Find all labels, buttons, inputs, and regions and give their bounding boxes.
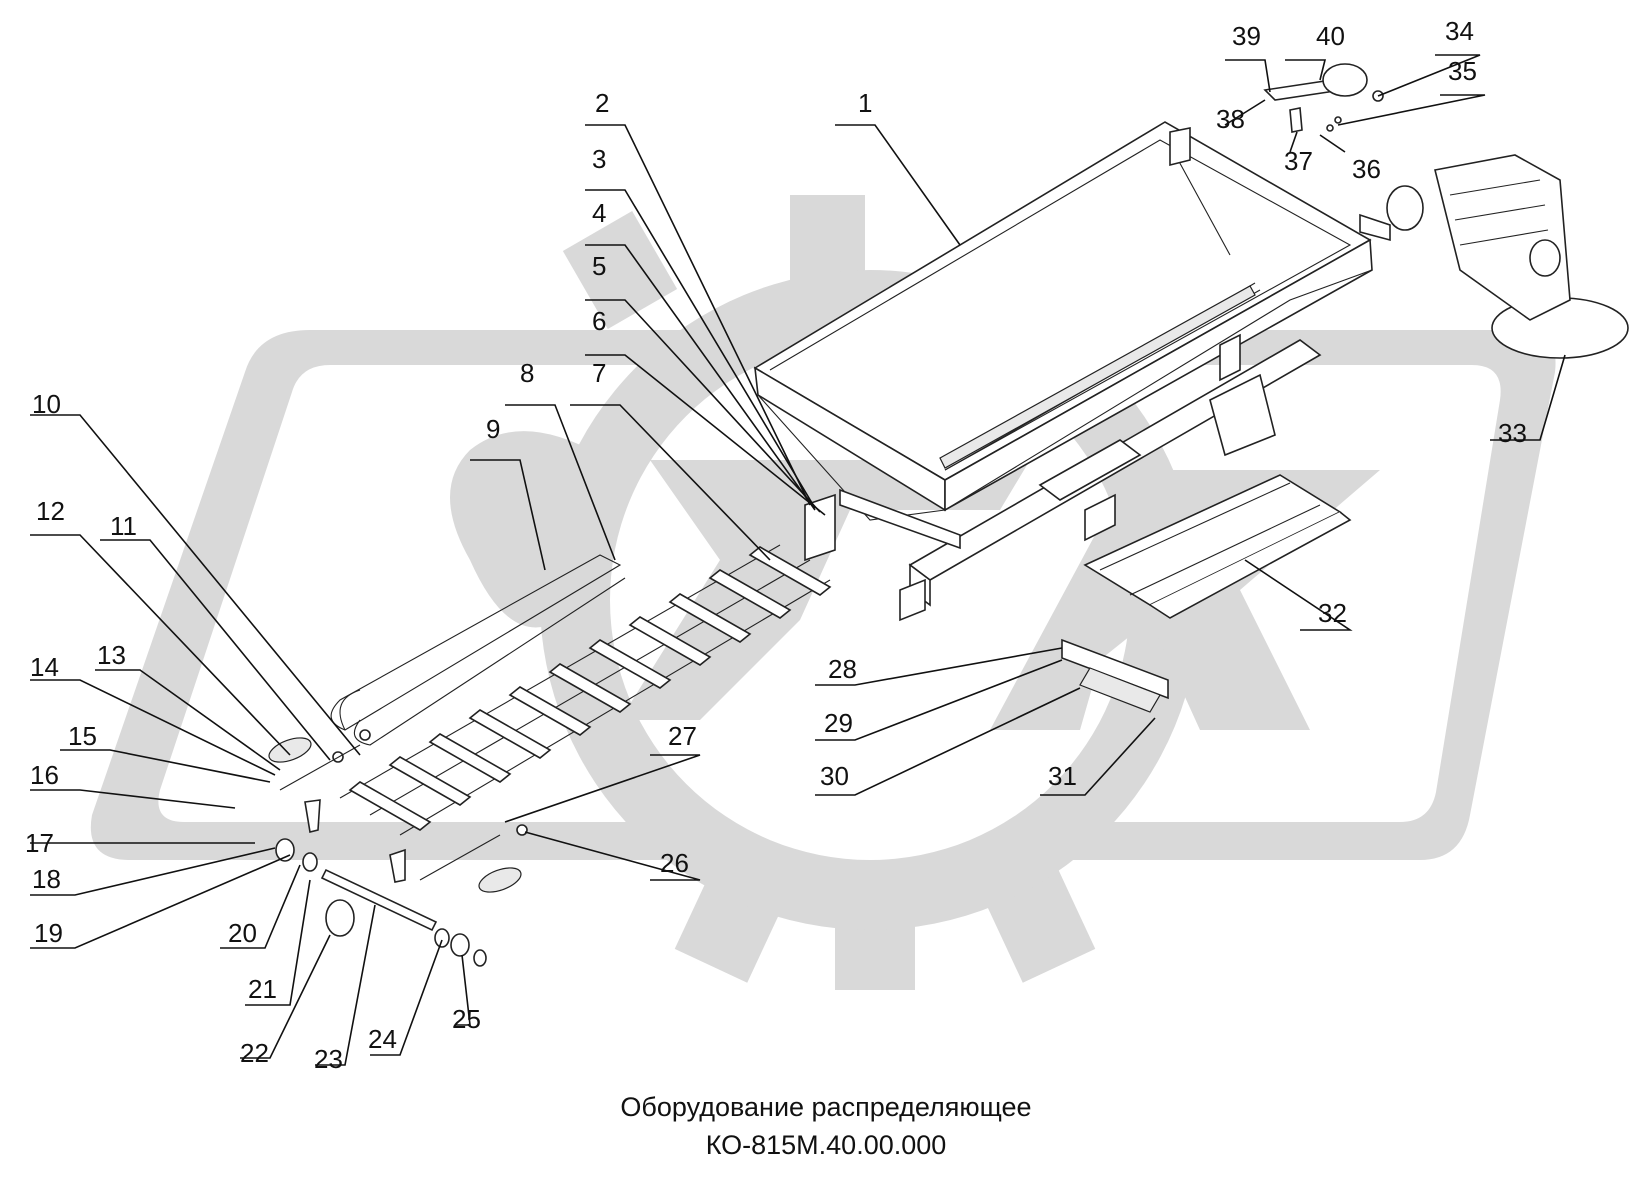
callout-16: 16 (30, 760, 59, 790)
callout-numbers: 1 2 3 4 5 6 7 8 9 10 11 12 13 14 15 16 1… (25, 16, 1527, 1074)
callout-20: 20 (228, 918, 257, 948)
callout-40: 40 (1316, 21, 1345, 51)
caption-title: Оборудование распределяющее (620, 1092, 1032, 1122)
callout-2: 2 (595, 88, 609, 118)
brush-plate (1061, 638, 1169, 713)
chain-scrapers (348, 546, 832, 831)
callout-29: 29 (824, 708, 853, 738)
callout-7: 7 (592, 358, 606, 388)
callout-12: 12 (36, 496, 65, 526)
callout-26: 26 (660, 848, 689, 878)
callout-24: 24 (368, 1024, 397, 1054)
shaft-assembly (268, 729, 528, 967)
callout-31: 31 (1048, 761, 1077, 791)
callout-14: 14 (30, 652, 59, 682)
tensioner-bracket (1263, 63, 1384, 133)
callout-18: 18 (32, 864, 61, 894)
callout-36: 36 (1352, 154, 1381, 184)
callout-39: 39 (1232, 21, 1261, 51)
callout-37: 37 (1284, 146, 1313, 176)
callout-30: 30 (820, 761, 849, 791)
callout-8: 8 (520, 358, 534, 388)
hopper-body (753, 121, 1391, 622)
callout-11: 11 (110, 511, 137, 541)
caption-designation: КО-815М.40.00.000 (705, 1130, 947, 1160)
callout-38: 38 (1216, 104, 1245, 134)
callout-6: 6 (592, 306, 606, 336)
callout-17: 17 (25, 828, 54, 858)
callout-23: 23 (314, 1044, 343, 1074)
callout-35: 35 (1448, 56, 1477, 86)
callout-10: 10 (32, 389, 61, 419)
callout-32: 32 (1318, 598, 1347, 628)
callout-21: 21 (248, 974, 277, 1004)
callout-5: 5 (592, 251, 606, 281)
spreader-disc-unit (1386, 154, 1629, 359)
callout-13: 13 (97, 640, 126, 670)
callout-22: 22 (240, 1038, 269, 1068)
callout-4: 4 (592, 198, 606, 228)
callout-33: 33 (1498, 418, 1527, 448)
callout-1: 1 (858, 88, 872, 118)
chute-tray (1083, 474, 1352, 619)
conveyor-chain (339, 544, 832, 836)
callout-34: 34 (1445, 16, 1474, 46)
callout-3: 3 (592, 144, 606, 174)
callout-25: 25 (452, 1004, 481, 1034)
leader-lines (30, 54, 1566, 1066)
callout-15: 15 (68, 721, 97, 751)
callout-9: 9 (486, 414, 500, 444)
callout-19: 19 (34, 918, 63, 948)
callout-27: 27 (668, 721, 697, 751)
callout-28: 28 (828, 654, 857, 684)
